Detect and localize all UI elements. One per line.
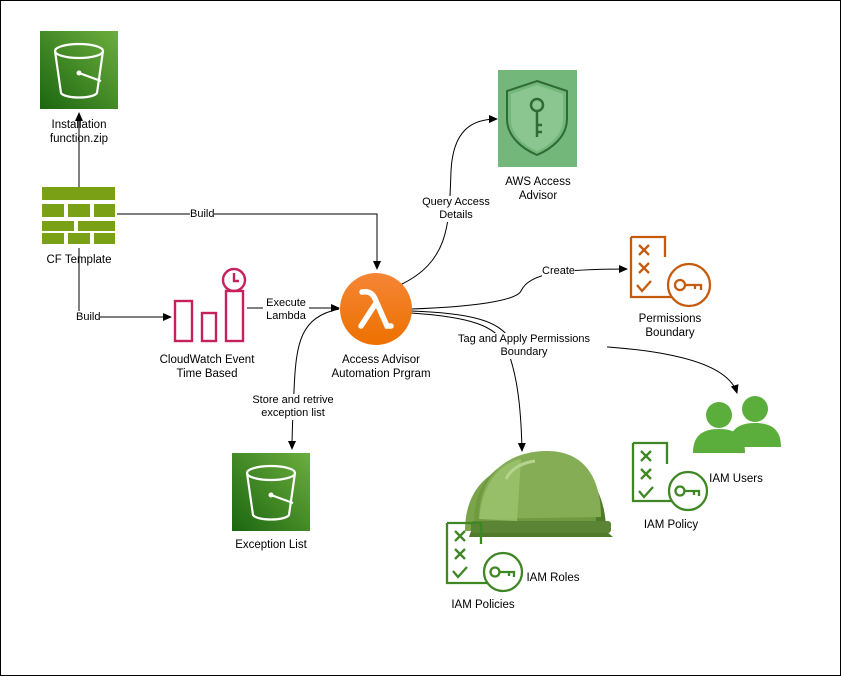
edge-store bbox=[288, 308, 340, 450]
cf-template-label: CF Template bbox=[46, 254, 112, 266]
cloudwatch-label: CloudWatch Event Time Based bbox=[159, 354, 255, 380]
edge-build-top bbox=[117, 213, 381, 270]
access-advisor-label: AWS Access Advisor bbox=[505, 176, 571, 202]
edge-label-execute-lambda: Execute Lambda bbox=[263, 297, 309, 323]
iam-roles-label: IAM Roles bbox=[526, 572, 580, 584]
iam-roles-hat-icon bbox=[465, 451, 613, 537]
iam-policy-label: IAM Policy bbox=[643, 519, 699, 531]
iam-policies-icon bbox=[445, 521, 524, 593]
edge-label-query: Query Access Details bbox=[413, 196, 499, 222]
edge-create bbox=[410, 265, 628, 310]
permissions-boundary-icon bbox=[629, 235, 712, 308]
edge-label-create: Create bbox=[542, 265, 576, 278]
iam-policies-label: IAM Policies bbox=[451, 599, 515, 611]
installation-zip-label: Installation function.zip bbox=[49, 119, 109, 145]
exception-list-label: Exception List bbox=[235, 539, 307, 551]
edge-label-tag: Tag and Apply Permissions Boundary bbox=[441, 333, 607, 359]
edges bbox=[75, 112, 739, 452]
iam-policy-icon bbox=[631, 441, 709, 512]
s3-bucket-icon-exception bbox=[232, 453, 310, 531]
edge-query bbox=[399, 115, 498, 286]
lambda-label: Access Advisor Automation Prgram bbox=[331, 354, 431, 380]
s3-bucket-icon-installation bbox=[40, 31, 118, 109]
cloudwatch-icon bbox=[173, 267, 247, 343]
edge-label-build-top: Build bbox=[190, 208, 215, 221]
cloudformation-icon bbox=[42, 187, 115, 244]
permissions-boundary-label: Permissions Boundary bbox=[638, 313, 702, 339]
lambda-icon bbox=[340, 273, 412, 345]
iam-users-label: IAM Users bbox=[709, 473, 763, 485]
edge-label-build-bottom: Build bbox=[76, 311, 101, 324]
iam-users-icon bbox=[693, 396, 781, 453]
edge-label-store: Store and retrive exception list bbox=[241, 394, 345, 420]
access-advisor-icon bbox=[498, 70, 577, 167]
